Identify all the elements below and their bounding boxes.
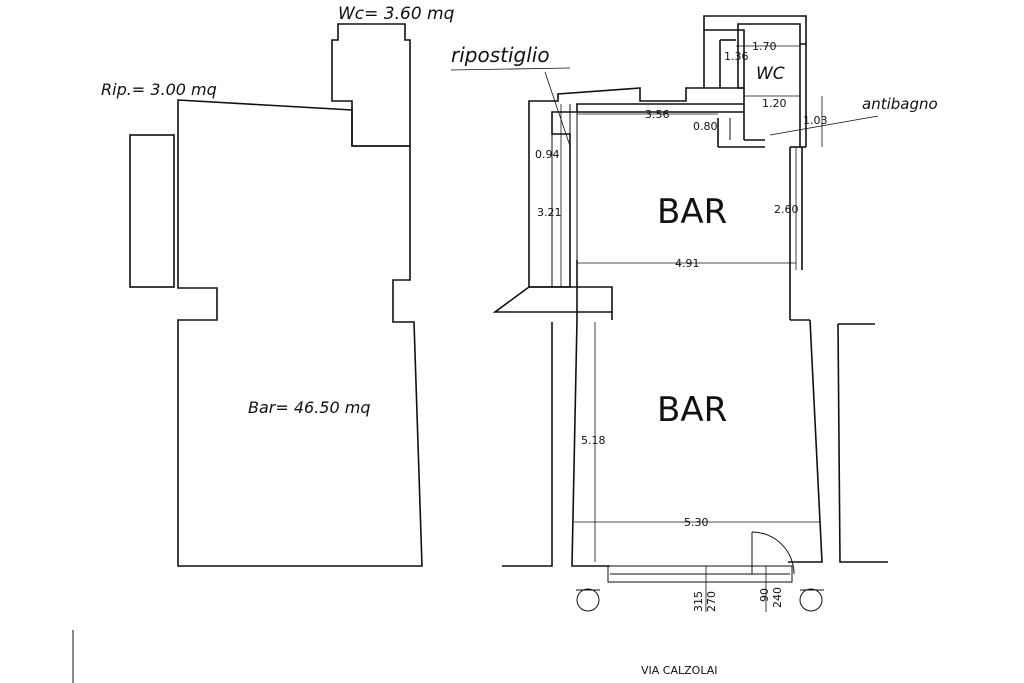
dim-passage: 0.80 [693,120,718,133]
dim-door-b: 240 [771,587,784,608]
dim-rip-depth: 0.94 [535,148,560,161]
dim-antibagno-height: 1.03 [803,114,828,127]
door-swing [751,531,795,575]
dim-bar-upper-height: 2.60 [774,203,799,216]
street-name: VIA CALZOLAI [641,664,717,677]
dim-bar-lower-width: 5.30 [684,516,709,529]
antibagno-label: antibagno [862,95,938,113]
bar-lower-label: BAR [657,390,727,430]
left-rip-area-label: Rip.= 3.00 mq [101,80,217,99]
wc-walls [703,15,807,89]
wc-label: WC [756,64,785,84]
dim-bar-upper-width: 4.91 [675,257,700,270]
mid-wall [492,286,613,313]
dim-wc-width: 1.70 [752,40,777,53]
dim-top-width: 3.56 [645,108,670,121]
ripostiglio-label: ripostiglio [451,43,550,67]
left-area-plan: Wc= 3.60 mq Rip.= 3.00 mq Bar= 46.50 mq [101,4,455,567]
left-rip-outline [129,134,175,288]
right-dimension-plan: ripostiglio [450,15,938,612]
left-bar-area-label: Bar= 46.50 mq [248,398,370,417]
bar-upper-label: BAR [657,192,727,232]
left-wc-area-label: Wc= 3.60 mq [338,4,455,24]
dim-rip-length: 3.21 [537,206,562,219]
dim-front-b: 270 [705,591,718,612]
dim-bar-lower-height: 5.18 [581,434,606,447]
left-wc-outline [331,23,411,147]
dim-door-a: 90 [758,588,771,602]
left-bar-outline [177,99,423,567]
dim-wc-depth: 1.36 [724,50,749,63]
dim-front-a: 315 [692,591,705,612]
dim-antibagno-depth: 1.20 [762,97,787,110]
